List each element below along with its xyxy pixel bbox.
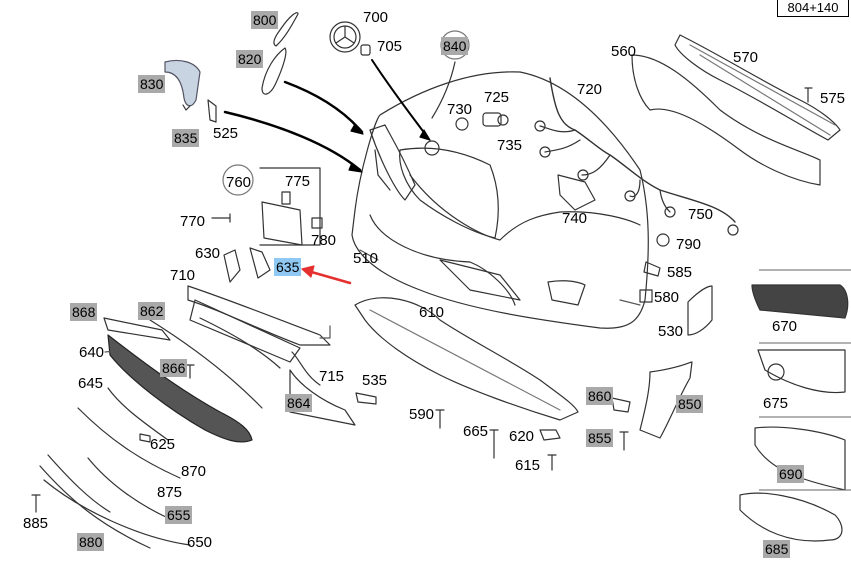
callout-715[interactable]: 715 (319, 368, 345, 385)
callout-720[interactable]: 720 (577, 81, 603, 98)
callout-510[interactable]: 510 (353, 250, 379, 267)
callout-800[interactable]: 800 (251, 11, 279, 29)
callout-780[interactable]: 780 (311, 232, 337, 249)
callout-860[interactable]: 860 (586, 387, 614, 405)
callout-705[interactable]: 705 (377, 38, 403, 55)
callout-685[interactable]: 685 (763, 540, 791, 558)
callout-735[interactable]: 735 (497, 137, 523, 154)
callout-850[interactable]: 850 (676, 395, 704, 413)
callout-730[interactable]: 730 (447, 101, 473, 118)
callout-770[interactable]: 770 (180, 213, 206, 230)
callout-690[interactable]: 690 (777, 465, 805, 483)
callout-585[interactable]: 585 (667, 264, 693, 281)
callout-864[interactable]: 864 (285, 394, 313, 412)
callout-830[interactable]: 830 (138, 75, 166, 93)
callout-840[interactable]: 840 (441, 37, 469, 55)
callout-670[interactable]: 670 (772, 318, 798, 335)
callout-885[interactable]: 885 (23, 515, 49, 532)
callout-866[interactable]: 866 (160, 359, 188, 377)
callout-645[interactable]: 645 (78, 375, 104, 392)
bumper-shell (351, 71, 649, 329)
callout-725[interactable]: 725 (484, 89, 510, 106)
callout-790[interactable]: 790 (676, 236, 702, 253)
callout-570[interactable]: 570 (733, 49, 759, 66)
callout-655[interactable]: 655 (165, 506, 193, 524)
callout-525[interactable]: 525 (213, 125, 239, 142)
callout-665[interactable]: 665 (463, 423, 489, 440)
callout-575[interactable]: 575 (820, 90, 846, 107)
callout-760[interactable]: 760 (226, 174, 252, 191)
callout-880[interactable]: 880 (77, 533, 105, 551)
callout-675[interactable]: 675 (763, 395, 789, 412)
diagram-reference: 804+140 (777, 0, 849, 17)
callout-590[interactable]: 590 (409, 406, 435, 423)
callout-862[interactable]: 862 (138, 302, 166, 320)
callout-610[interactable]: 610 (419, 304, 445, 321)
callout-868[interactable]: 868 (70, 303, 98, 321)
callout-875[interactable]: 875 (157, 484, 183, 501)
callout-620[interactable]: 620 (509, 428, 535, 445)
callout-580[interactable]: 580 (654, 289, 680, 306)
callout-530[interactable]: 530 (658, 323, 684, 340)
callout-820[interactable]: 820 (236, 50, 264, 68)
callout-740[interactable]: 740 (562, 210, 588, 227)
callout-710[interactable]: 710 (170, 267, 196, 284)
callout-635[interactable]: 635 (274, 258, 302, 276)
callout-855[interactable]: 855 (586, 429, 614, 447)
callout-835[interactable]: 835 (172, 129, 200, 147)
callout-615[interactable]: 615 (515, 457, 541, 474)
callout-700[interactable]: 700 (363, 9, 389, 26)
callout-650[interactable]: 650 (187, 534, 213, 551)
callout-625[interactable]: 625 (150, 436, 176, 453)
callout-870[interactable]: 870 (181, 463, 207, 480)
callout-560[interactable]: 560 (611, 43, 637, 60)
callout-535[interactable]: 535 (362, 372, 388, 389)
callout-630[interactable]: 630 (195, 245, 221, 262)
callout-750[interactable]: 750 (688, 206, 714, 223)
callout-640[interactable]: 640 (79, 344, 105, 361)
callout-775[interactable]: 775 (285, 173, 311, 190)
